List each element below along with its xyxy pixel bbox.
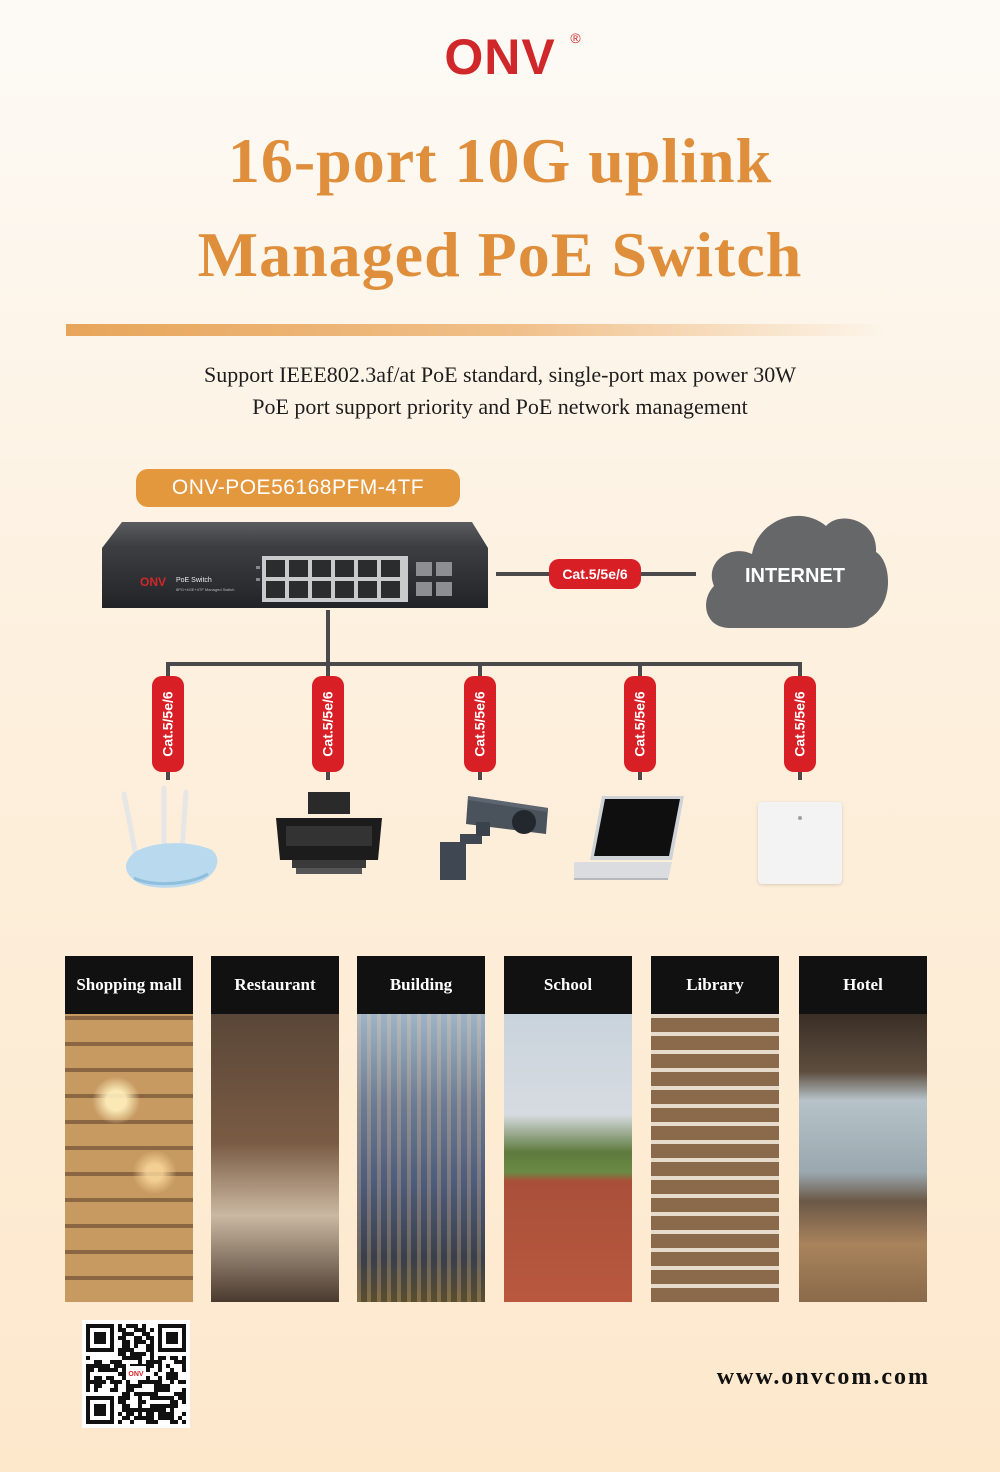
scenario-card-shopping-mall: Shopping mall [65,956,193,1302]
scenario-card-building: Building [357,956,485,1302]
rj45-port [381,560,400,577]
switch-label: PoE Switch [176,577,212,584]
sfp-port [416,562,432,576]
cable-tag-2: Cat.5/5e/6 [312,676,344,772]
rj45-port [335,581,354,598]
rj45-port [358,560,377,577]
rj45-port [312,560,331,577]
switch-ports [262,556,452,602]
headline-line-2: Managed PoE Switch [197,219,803,290]
switch-sublabel: 8PG+4GE+4TF Managed Switch [176,587,234,592]
cable-tag-5: Cat.5/5e/6 [784,676,816,772]
rj45-port [266,560,285,577]
internet-cloud-icon: INTERNET [706,515,889,628]
scenario-label: School [504,956,632,1014]
cable-tag-4: Cat.5/5e/6 [624,676,656,772]
rj45-port [312,581,331,598]
hotel-photo [799,1014,927,1302]
downlink-trunk [326,610,330,666]
subtitle-line-1: Support IEEE802.3af/at PoE standard, sin… [203,362,797,387]
brand-logo: ONV® [0,28,1000,86]
ip-camera-icon [440,796,548,880]
library-photo [651,1014,779,1302]
rj45-port [335,560,354,577]
switch-brand: ONV [140,575,166,589]
rj45-port [266,581,285,598]
rj45-port [381,581,400,598]
restaurant-photo [211,1014,339,1302]
printer-icon [276,792,382,874]
cable-tag-1: Cat.5/5e/6 [152,676,184,772]
scenario-label: Library [651,956,779,1014]
internet-label: INTERNET [745,565,845,587]
sfp-port [436,582,452,596]
scenario-label: Shopping mall [65,956,193,1014]
wireless-router-icon [121,786,218,888]
led-indicator [798,816,802,820]
scenario-card-school: School [504,956,632,1302]
building-photo [357,1014,485,1302]
poe-switch-image: ONV PoE Switch 8PG+4GE+4TF Managed Switc… [102,522,488,608]
website-url[interactable]: www.onvcom.com [716,1364,930,1390]
scenario-label: Building [357,956,485,1014]
shopping-mall-photo [65,1014,193,1302]
headline-line-1: 16-port 10G uplink [227,125,773,196]
logo-text: ONV® [444,29,582,85]
divider-bar [66,324,886,336]
subtitle-line-2: PoE port support priority and PoE networ… [252,394,748,419]
rj45-port [358,581,377,598]
sfp-port [416,582,432,596]
model-number-badge: ONV-POE56168PFM-4TF [136,469,460,507]
uplink-cable-tag: Cat.5/5e/6 [549,559,641,589]
laptop-icon [574,796,684,880]
school-photo [504,1014,632,1302]
scenario-label: Hotel [799,956,927,1014]
qr-logo: ONV [128,1371,144,1378]
sfp-port [436,562,452,576]
rj45-port [289,560,308,577]
scenario-card-restaurant: Restaurant [211,956,339,1302]
access-point-icon [758,802,842,884]
scenario-label: Restaurant [211,956,339,1014]
qr-code[interactable]: ONV [82,1320,190,1428]
rj45-port [289,581,308,598]
downlink-bus [166,662,802,666]
registered-mark: ® [570,30,582,46]
scenario-card-hotel: Hotel [799,956,927,1302]
scenario-card-library: Library [651,956,779,1302]
cable-tag-3: Cat.5/5e/6 [464,676,496,772]
